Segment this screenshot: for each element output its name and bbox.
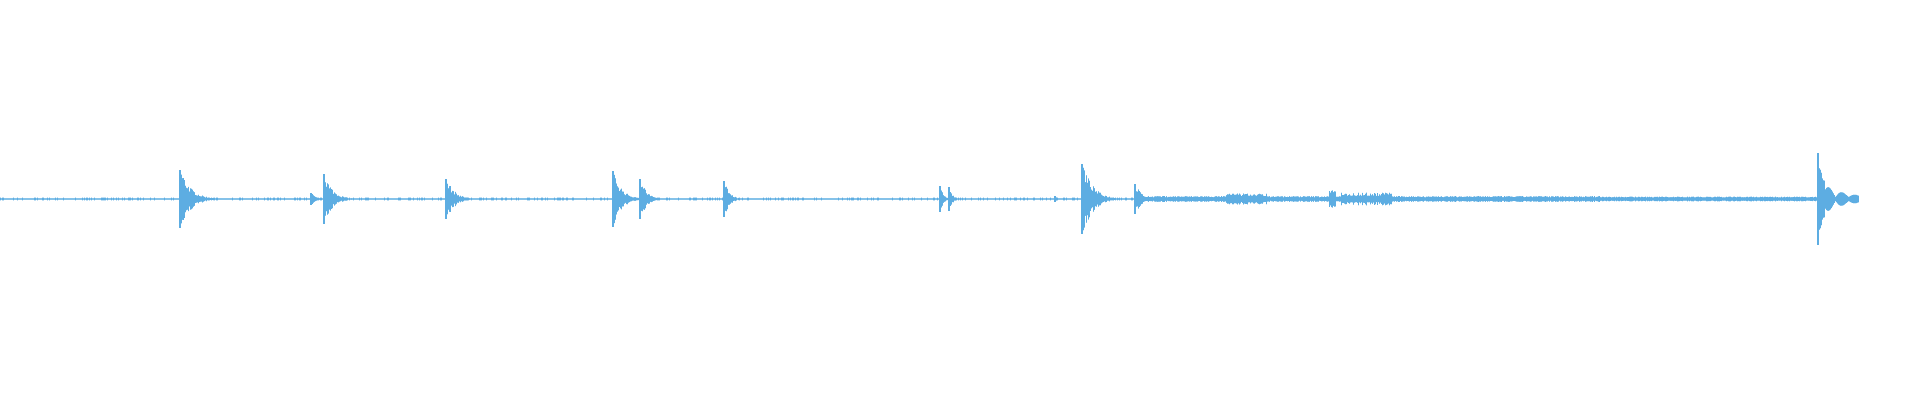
waveform-trace bbox=[0, 153, 1859, 245]
